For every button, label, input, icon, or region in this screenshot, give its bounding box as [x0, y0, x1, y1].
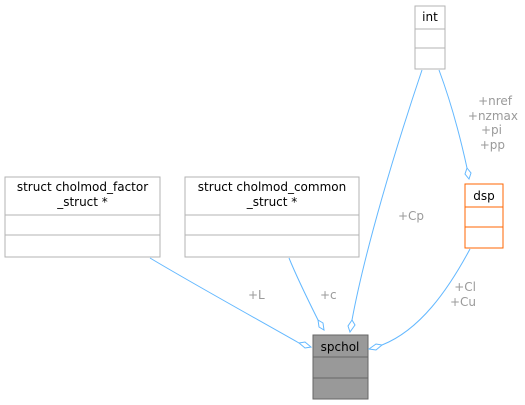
edge-label-nzmax: +nzmax	[468, 109, 518, 123]
node-spchol-title: spchol	[321, 340, 360, 354]
edge-label-Cp: +Cp	[398, 209, 424, 223]
edge-label-Cl: +Cl	[454, 280, 476, 294]
edge-factor-to-spchol	[149, 257, 313, 349]
node-dsp-title: dsp	[473, 189, 495, 203]
node-int[interactable]: int	[414, 5, 446, 70]
node-cholmod-common-title-line2: _struct *	[246, 195, 298, 209]
edge-int-to-spchol	[347, 69, 423, 334]
edge-label-nref: +nref	[478, 94, 513, 108]
edge-label-Cu: +Cu	[450, 295, 476, 309]
node-cholmod-factor[interactable]: struct cholmod_factor _struct *	[4, 176, 161, 258]
edge-dsp-to-spchol	[367, 248, 471, 351]
edge-label-pp: +pp	[480, 138, 505, 152]
edge-common-to-spchol	[288, 257, 325, 331]
edge-int-to-dsp	[438, 69, 472, 181]
node-cholmod-common-title-line1: struct cholmod_common	[198, 180, 346, 194]
edge-label-L: +L	[248, 288, 265, 302]
node-int-title: int	[422, 10, 438, 24]
node-dsp[interactable]: dsp	[464, 183, 504, 249]
node-spchol[interactable]: spchol	[312, 334, 369, 400]
node-cholmod-factor-title-line2: _struct *	[56, 195, 108, 209]
node-cholmod-factor-title-line1: struct cholmod_factor	[17, 180, 148, 194]
edge-label-c: +c	[320, 288, 337, 302]
edge-label-pi: +pi	[481, 123, 502, 137]
node-cholmod-common[interactable]: struct cholmod_common _struct *	[184, 176, 360, 258]
